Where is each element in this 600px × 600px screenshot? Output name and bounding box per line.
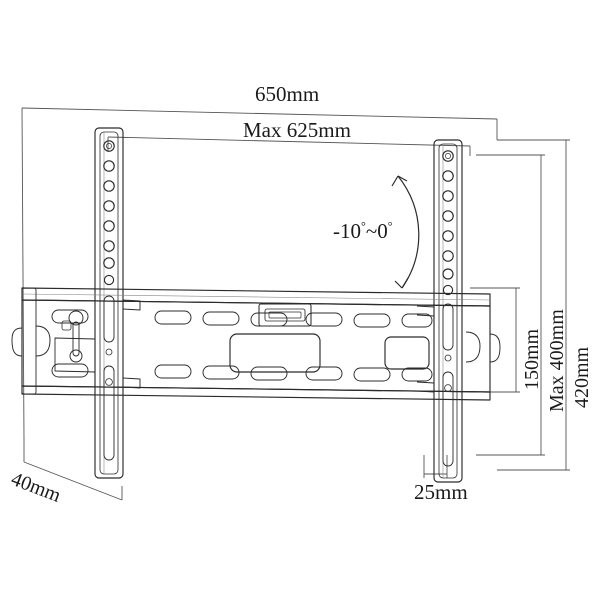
right-side-tab	[465, 331, 501, 363]
dimension-label-max-width: Max 625mm	[243, 118, 351, 142]
tilt-angle-start: -10	[333, 219, 361, 243]
right-cutout	[384, 336, 430, 370]
center-cutout	[229, 333, 321, 373]
right-rail	[433, 139, 463, 483]
dimension-lines	[21, 107, 570, 501]
tilt-angle-label: -10°~0°	[333, 219, 393, 244]
dimension-label-overall-height: 420mm	[571, 346, 593, 408]
horizontal-bar	[21, 287, 491, 401]
tilt-range-tilde: ~	[365, 219, 378, 243]
center-latch	[258, 303, 312, 327]
degree-symbol-end: °	[387, 219, 393, 233]
bar-slot-row-top	[51, 309, 433, 328]
rail-brackets	[122, 299, 435, 393]
bar-slot-row-bottom	[51, 363, 433, 382]
tilt-angle-end: 0	[377, 219, 388, 243]
left-side-tab	[11, 325, 51, 357]
degree-symbol-start: °	[361, 219, 366, 233]
dimension-label-max-height: Max 400mm	[546, 309, 568, 412]
left-end-plate	[21, 287, 96, 395]
left-rail	[94, 127, 124, 479]
dimension-label-rail-thickness: 25mm	[414, 480, 468, 504]
dimension-label-overall-width: 650mm	[255, 82, 320, 106]
dimension-label-bar-height: 150mm	[521, 328, 543, 390]
tilt-arc-arrow	[391, 175, 420, 289]
